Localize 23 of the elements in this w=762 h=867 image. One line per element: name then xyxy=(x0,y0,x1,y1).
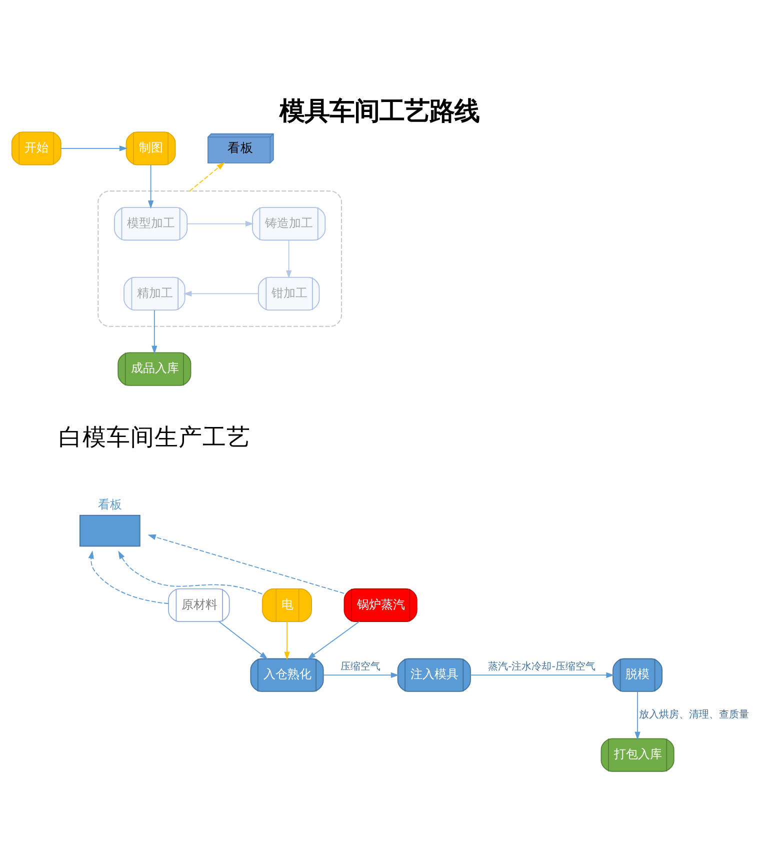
arrow xyxy=(218,620,268,659)
edge-label: 放入烘房、清理、查质量 xyxy=(638,709,749,720)
arrow xyxy=(634,690,640,740)
arrow xyxy=(189,162,225,192)
arrow xyxy=(322,672,400,678)
cluster xyxy=(98,190,342,326)
arrow xyxy=(307,620,360,659)
arrow xyxy=(88,550,169,604)
arrow xyxy=(286,239,292,278)
arrow xyxy=(186,220,254,226)
node-label: 看板 xyxy=(98,496,122,511)
edge-label: 蒸汽-注水冷却-压缩空气 xyxy=(488,660,596,672)
arrow xyxy=(148,164,154,208)
arrow xyxy=(148,534,345,594)
edge-label: 压缩空气 xyxy=(340,660,381,672)
arrow xyxy=(470,672,614,678)
arrow xyxy=(60,145,128,151)
arrow xyxy=(184,290,259,296)
arrow xyxy=(152,309,158,354)
arrow xyxy=(118,550,263,594)
diagram-title: 模具车间工艺路线 xyxy=(280,95,480,126)
arrow xyxy=(284,620,290,660)
label: 白模车间生产工艺 xyxy=(58,422,250,451)
